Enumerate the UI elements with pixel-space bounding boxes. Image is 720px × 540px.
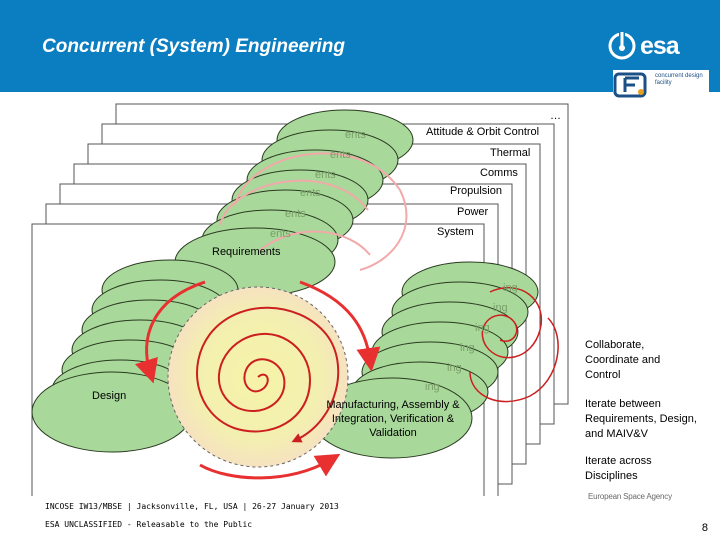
design-label: Design bbox=[92, 390, 126, 402]
ghost-maiv-label: ing bbox=[460, 342, 475, 354]
esa-globe-icon bbox=[606, 30, 640, 62]
discipline-label-thermal: Thermal bbox=[488, 147, 532, 159]
ghost-requirements-label: ents bbox=[330, 149, 351, 161]
concurrent-engineering-diagram: … Attitude & Orbit Control Thermal Comms… bbox=[0, 96, 720, 496]
ghost-requirements-label: ents bbox=[285, 208, 306, 220]
note-iterate-requirements: Iterate between Requirements, Design, an… bbox=[585, 397, 705, 442]
discipline-label-power: Power bbox=[455, 206, 490, 218]
ghost-requirements-label: ents bbox=[315, 169, 336, 181]
stack-ellipsis: … bbox=[550, 110, 561, 122]
ghost-maiv-label: ing bbox=[503, 282, 518, 294]
page-number: 8 bbox=[702, 522, 708, 534]
discipline-label-propulsion: Propulsion bbox=[448, 185, 504, 197]
discipline-label-aocs: Attitude & Orbit Control bbox=[424, 126, 541, 138]
page-title: Concurrent (System) Engineering bbox=[42, 36, 345, 58]
discipline-label-system: System bbox=[435, 226, 476, 238]
maiv-label: Manufacturing, Assembly & Integration, V… bbox=[322, 398, 464, 440]
discipline-label-comms: Comms bbox=[478, 167, 520, 179]
esa-logo: esa bbox=[606, 30, 706, 62]
footer-event-line: INCOSE IW13/MBSE | Jacksonville, FL, USA… bbox=[45, 502, 339, 511]
ghost-requirements-label: ents bbox=[300, 187, 321, 199]
esa-logo-text: esa bbox=[640, 32, 679, 61]
ghost-maiv-label: ing bbox=[493, 302, 508, 314]
note-iterate-disciplines: Iterate across Disciplines bbox=[585, 454, 695, 484]
ghost-maiv-label: ing bbox=[447, 362, 462, 374]
footer-classification-line: ESA UNCLASSIFIED - Releasable to the Pub… bbox=[45, 520, 252, 529]
requirements-label: Requirements bbox=[212, 246, 280, 258]
cdf-logo-text: concurrent design facility bbox=[655, 73, 709, 86]
note-collaborate: Collaborate, Coordinate and Control bbox=[585, 338, 695, 383]
ghost-maiv-label: ing bbox=[425, 381, 440, 393]
agency-name: European Space Agency bbox=[588, 492, 672, 501]
ghost-requirements-label: ents bbox=[345, 129, 366, 141]
ghost-maiv-label: ing bbox=[475, 322, 490, 334]
header-bar: Concurrent (System) Engineering esa bbox=[0, 0, 720, 92]
ghost-requirements-label: ents bbox=[270, 228, 291, 240]
